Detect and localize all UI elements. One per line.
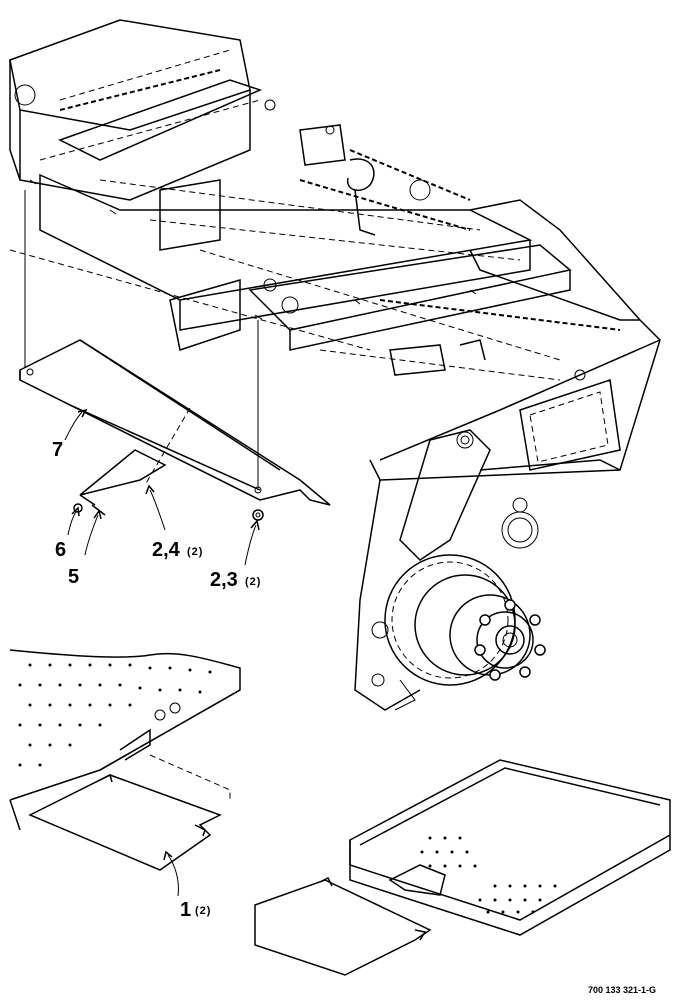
hub-bolts (474, 599, 546, 681)
callout-6: 6 (55, 539, 66, 561)
callout-1: 1 (180, 899, 191, 921)
header-frame-assembly (9, 19, 661, 481)
cover-plate (19, 190, 331, 506)
deck-perforations (18, 663, 212, 767)
callout-1-qty: (2) (195, 905, 211, 917)
callout-2-3: 2,3 (210, 569, 238, 591)
shield-bracket (79, 449, 167, 506)
callout-2-4-qty: (2) (187, 546, 203, 558)
callout-5: 5 (68, 566, 79, 588)
deck-right-perforations (420, 836, 557, 914)
motor-gearbox (354, 429, 546, 711)
callout-2-3-qty: (2) (245, 576, 261, 588)
perforated-deck-left (9, 649, 241, 871)
deck-right (254, 759, 671, 976)
drawing-number: 700 133 321-1-G (588, 985, 656, 995)
callout-2-4: 2,4 (152, 539, 181, 561)
callout-leaders (64, 408, 260, 897)
hardware (73, 503, 264, 521)
callout-labels: 7 6 5 2,4 (2) 2,3 (2) 1 (2) (52, 439, 261, 921)
callout-7: 7 (52, 439, 63, 461)
